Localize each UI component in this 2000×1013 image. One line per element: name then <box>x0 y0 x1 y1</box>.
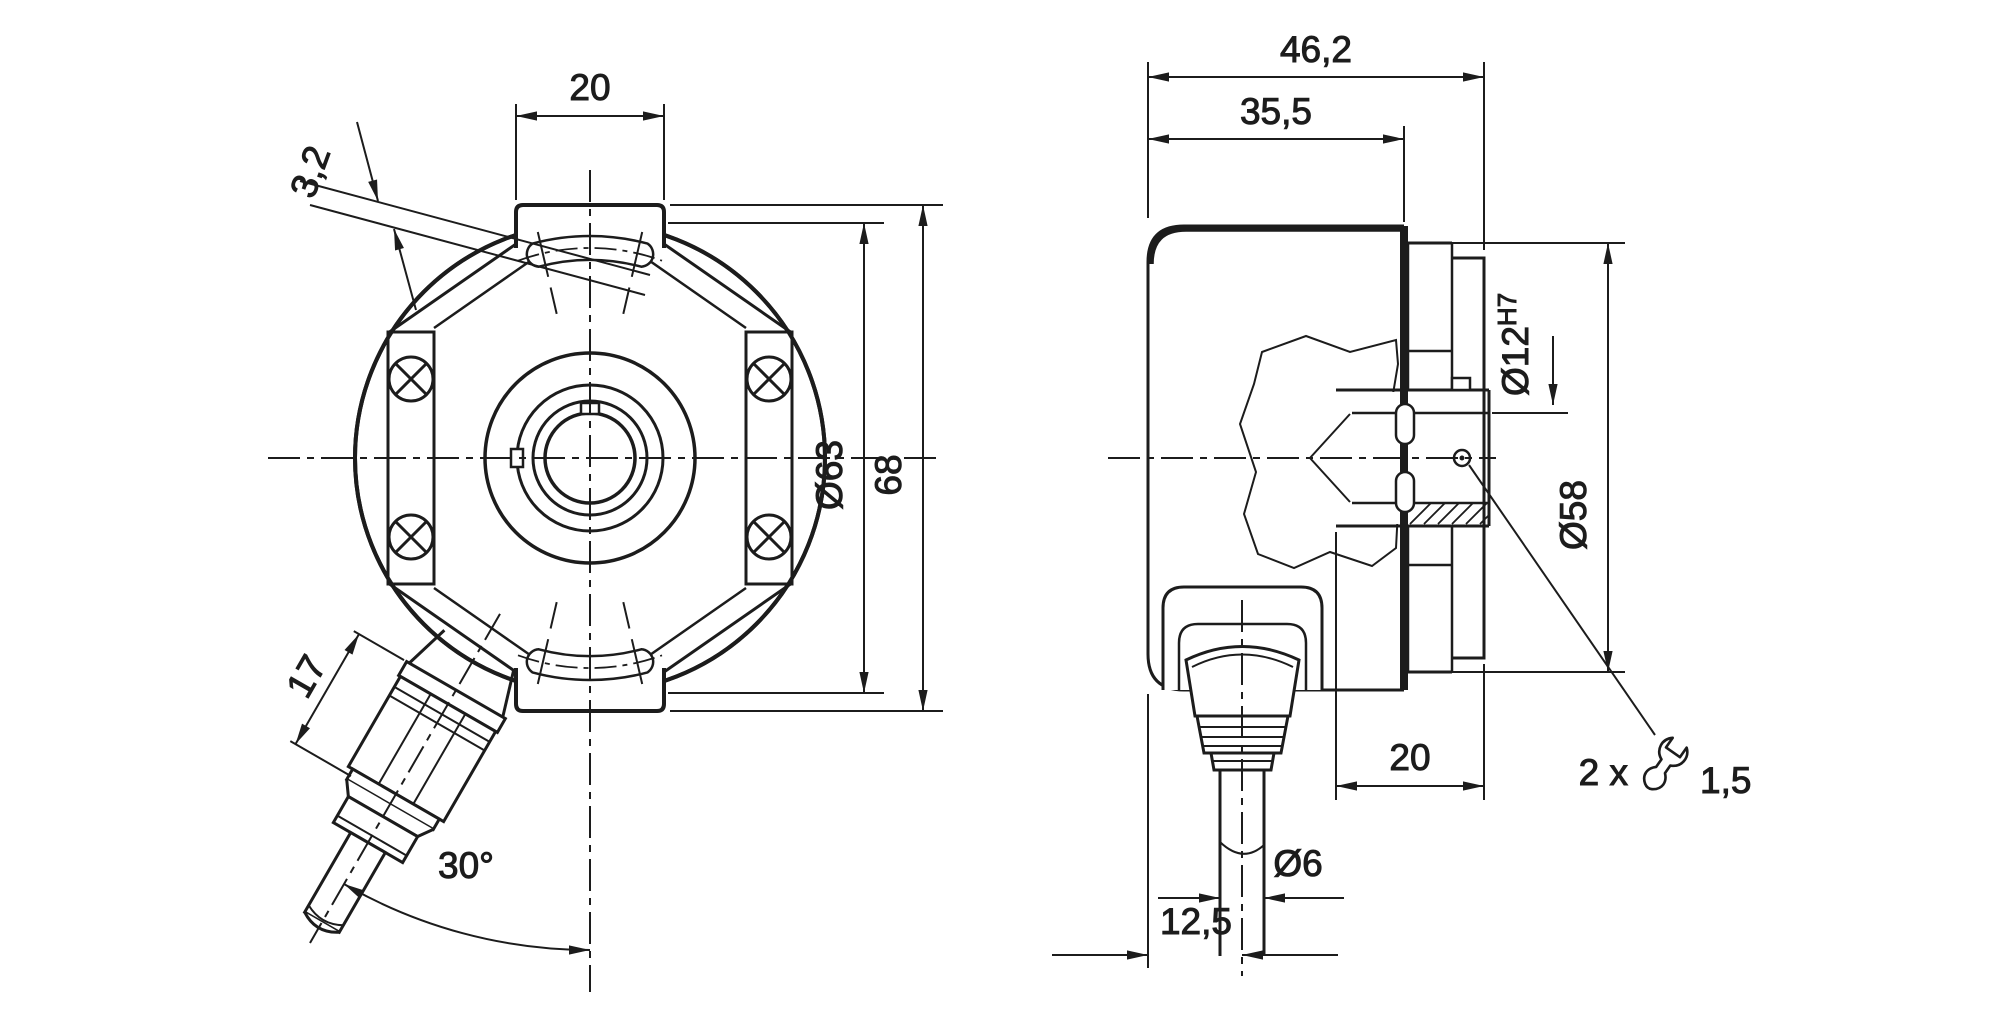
shaft-break-outline <box>1238 334 1400 570</box>
dim-flange-diameter: Ø58 <box>1452 242 1625 673</box>
set-screw-note: 2 x 1,5 <box>1468 464 1752 802</box>
clamp-screw-icon <box>387 355 793 561</box>
dim-cable-diameter: Ø6 <box>1158 843 1344 903</box>
dim-connector-angle: 30° <box>343 845 591 955</box>
side-view: 46,2 35,5 Ø12H7 Ø58 20 <box>1052 29 1752 976</box>
dim-cable-offset-label: 12,5 <box>1160 901 1232 942</box>
set-screw-top <box>1450 376 1472 392</box>
set-screw-count-label: 2 x <box>1579 752 1629 793</box>
torque-slot-top <box>1394 402 1416 446</box>
connector-centerline <box>309 613 501 944</box>
dim-overall-height: 68 <box>670 204 943 712</box>
dim-cable-diameter-label: Ø6 <box>1273 843 1322 884</box>
torque-slot-bottom <box>1394 470 1416 514</box>
wrench-icon <box>1642 736 1689 791</box>
dim-bore: Ø12H7 <box>1492 292 1568 414</box>
dim-clamp-depth: 20 <box>1335 532 1485 800</box>
front-view: 17 <box>268 67 943 992</box>
dim-bore-tolerance-label: H7 <box>1492 293 1522 326</box>
dim-slot-width-label: 3,2 <box>282 141 338 203</box>
dim-connector-length-label: 17 <box>278 648 334 704</box>
dim-bore-label: Ø12 <box>1495 326 1536 396</box>
mounting-slot-bottom <box>517 601 663 685</box>
dim-connector-angle-label: 30° <box>438 845 494 886</box>
dim-tab-width: 20 <box>515 67 665 200</box>
dim-depth-housing-label: 35,5 <box>1240 91 1312 132</box>
svg-text:Ø12H7: Ø12H7 <box>1492 293 1536 396</box>
housing-top-edge <box>1148 226 1404 265</box>
dim-depth-overall-label: 46,2 <box>1280 29 1352 70</box>
dim-outer-diameter: Ø63 <box>668 222 884 694</box>
section-hatching <box>1409 502 1490 525</box>
dim-outer-diameter-label: Ø63 <box>809 440 850 510</box>
dim-depth-housing: 35,5 <box>1148 91 1405 222</box>
dim-depth-overall: 46,2 <box>1147 29 1485 250</box>
dim-overall-height-label: 68 <box>868 454 909 495</box>
set-screw-wrench-size-label: 1,5 <box>1700 760 1751 801</box>
dim-clamp-depth-label: 20 <box>1389 737 1430 778</box>
dim-cable-offset: 12,5 <box>1052 694 1338 968</box>
set-screw-leader <box>1468 464 1656 736</box>
dim-flange-diameter-label: Ø58 <box>1553 480 1594 550</box>
dim-tab-width-label: 20 <box>569 67 610 108</box>
